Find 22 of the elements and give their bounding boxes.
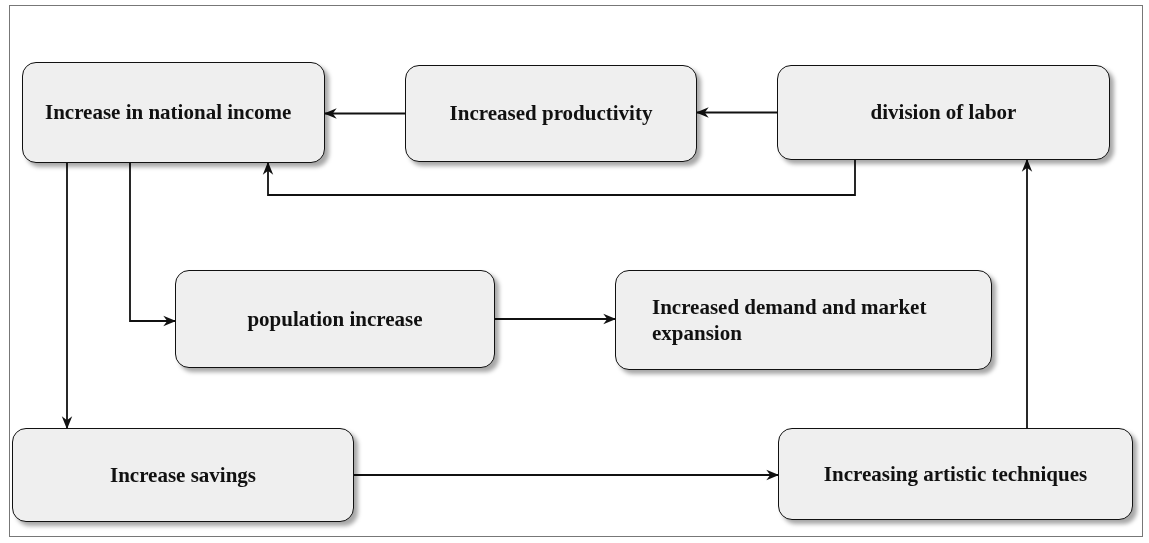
box-label: population increase — [247, 305, 423, 333]
arrow — [323, 108, 406, 119]
process-box — [778, 428, 1133, 520]
arrow — [129, 162, 177, 327]
arrow — [262, 159, 856, 196]
process-box — [175, 270, 495, 368]
arrow — [494, 313, 617, 325]
box-label: Increase in national income — [45, 99, 292, 126]
arrow — [695, 107, 778, 118]
process-box — [615, 270, 992, 370]
box-label: Increase savings — [109, 461, 256, 489]
box-label: Increased productivity — [449, 100, 653, 127]
arrow — [353, 469, 780, 481]
process-box — [405, 65, 697, 162]
process-box — [777, 65, 1110, 160]
arrow — [1021, 158, 1033, 429]
box-label: Increasing artistic techniques — [823, 460, 1088, 488]
process-box — [12, 428, 354, 522]
process-box — [22, 62, 325, 163]
arrow — [61, 162, 73, 430]
box-label: division of labor — [870, 99, 1017, 126]
box-label: Increased demand and market expansion — [652, 293, 928, 347]
